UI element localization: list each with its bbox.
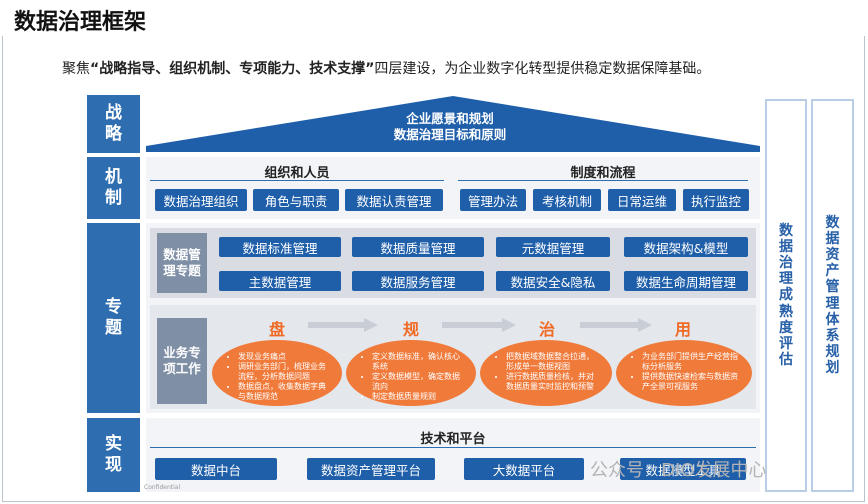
stage-detail-zhi: 把数据域数据整合拉通，形成单一数据视图进行数据质量检核，并对数据质量实时监控和预… bbox=[480, 340, 612, 406]
business-work-label: 业务专项工作 bbox=[157, 318, 207, 404]
layer-label-topic: 专题 bbox=[87, 223, 140, 413]
mechanism-process-item: 执行监控 bbox=[683, 189, 749, 211]
mgmt-item: 元数据管理 bbox=[496, 237, 610, 257]
watermark: 公众号 · DIO发展中心 bbox=[590, 460, 767, 481]
data-mgmt-label: 数据管理专题 bbox=[157, 233, 207, 293]
mechanism-process-item: 管理办法 bbox=[460, 189, 526, 211]
stage-detail-pan: 发现业务痛点调研业务部门，梳理业务流程，分析数据问题数据盘点，收集数据字典与数据… bbox=[212, 340, 342, 406]
subtitle-prefix: 聚焦 bbox=[62, 61, 90, 77]
layer-label-strategy: 战略 bbox=[87, 95, 140, 153]
stage-arrow bbox=[308, 318, 378, 332]
practice-item: 大数据平台 bbox=[464, 458, 584, 480]
subtitle: 聚焦“战略指导、组织机制、专项能力、技术支撑”四层建设，为企业数字化转型提供稳定… bbox=[62, 58, 710, 78]
stage-arrow bbox=[580, 318, 652, 332]
stage-label-pan: 盘 bbox=[268, 320, 285, 339]
mechanism-org-item: 角色与职责 bbox=[253, 189, 339, 211]
mgmt-item: 数据架构&模型 bbox=[624, 237, 748, 257]
strategy-roof bbox=[146, 96, 760, 152]
mechanism-process-item: 考核机制 bbox=[533, 189, 601, 211]
stage-label-zhi: 治 bbox=[538, 320, 555, 339]
maturity-assessment-column: 数据治理成熟度评估 bbox=[765, 99, 807, 492]
layer-label-practice: 实现 bbox=[87, 418, 140, 492]
confidential-mark: Confidential bbox=[144, 484, 181, 491]
strategy-roof-line2: 数据治理目标和原则 bbox=[393, 127, 507, 142]
practice-divider bbox=[150, 447, 756, 448]
mgmt-item: 数据质量管理 bbox=[352, 237, 484, 257]
practice-item: 数据资产管理平台 bbox=[307, 458, 435, 480]
mgmt-item: 数据服务管理 bbox=[352, 271, 484, 291]
mechanism-org-item: 数据认责管理 bbox=[345, 189, 443, 211]
process-divider bbox=[458, 180, 748, 181]
mgmt-item: 数据标准管理 bbox=[219, 237, 341, 257]
mgmt-item: 数据生命周期管理 bbox=[624, 271, 748, 291]
asset-mgmt-planning-column: 数据资产管理体系规划 bbox=[811, 99, 854, 492]
org-divider bbox=[150, 180, 444, 181]
subtitle-suffix: 四层建设，为企业数字化转型提供稳定数据保障基础。 bbox=[374, 61, 711, 77]
process-title: 制度和流程 bbox=[570, 166, 636, 181]
stage-arrow bbox=[442, 318, 516, 332]
mechanism-process-item: 日常运维 bbox=[608, 189, 676, 211]
layer-label-mechanism: 机制 bbox=[87, 157, 140, 219]
practice-title: 技术和平台 bbox=[420, 432, 486, 447]
stage-detail-yong: 为业务部门提供生产经营指标分析服务提供数据快速检索与数据资产全景可视服务 bbox=[616, 340, 752, 406]
page-title: 数据治理框架 bbox=[14, 10, 147, 35]
strategy-roof-line1: 企业愿景和规划 bbox=[406, 111, 494, 126]
practice-item: 数据模型工具 bbox=[620, 458, 746, 480]
subtitle-highlight: “战略指导、组织机制、专项能力、技术支撑” bbox=[90, 61, 375, 77]
org-title: 组织和人员 bbox=[264, 166, 330, 181]
diagram-frame bbox=[2, 36, 865, 502]
mgmt-item: 主数据管理 bbox=[219, 271, 341, 291]
stage-detail-gui: 定义数据标准，确认核心系统定义数据模型，确定数据流向制定数据质量规则 bbox=[346, 340, 476, 406]
practice-item: 数据中台 bbox=[155, 458, 277, 480]
mgmt-item: 数据安全&隐私 bbox=[496, 271, 610, 291]
mechanism-org-item: 数据治理组织 bbox=[155, 189, 247, 211]
stage-label-gui: 规 bbox=[402, 320, 419, 339]
stage-label-yong: 用 bbox=[674, 320, 691, 339]
